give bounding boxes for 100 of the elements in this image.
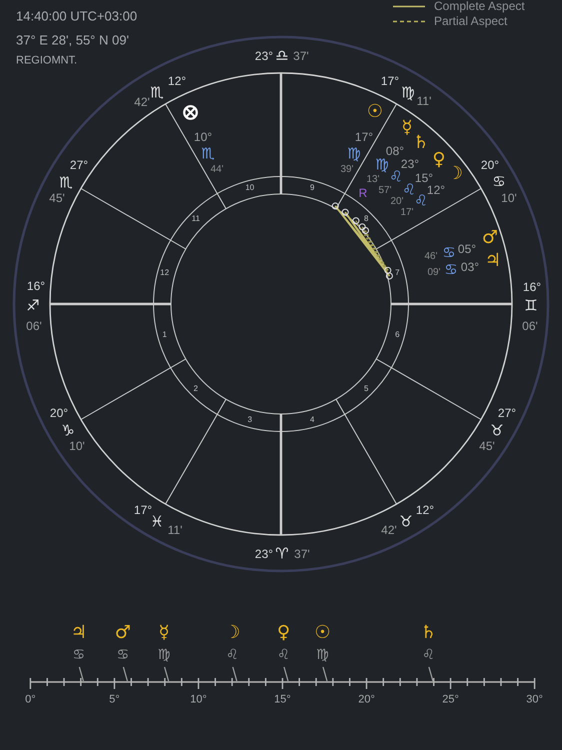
house-number: 7 [395, 268, 400, 277]
planet-glyph: ☽ [224, 624, 240, 642]
planet-minutes: 13' [366, 175, 380, 185]
retrograde-mark: R [358, 187, 368, 199]
zodiac-sign: ♋ [72, 648, 86, 662]
planet-glyph: ♂ [482, 229, 498, 247]
cusp-degree: 12° [168, 75, 186, 87]
zodiac-sign: ♌ [422, 648, 435, 662]
house-number: 10 [245, 184, 254, 192]
fortune-minutes: 44' [210, 165, 224, 175]
cusp-degree: 16° [26, 280, 46, 292]
scale-label: 25° [442, 694, 459, 706]
cusp-degree: 16° [522, 281, 542, 293]
zodiac-sign: ♑ [61, 424, 75, 438]
scale-label: 0° [25, 694, 36, 706]
planet-glyph: ☿ [401, 119, 413, 137]
zodiac-sign: ♌ [414, 194, 428, 208]
zodiac-sign: ♈ [275, 546, 289, 562]
planet-glyph: ♃ [484, 252, 502, 270]
planet-minutes: 57' [378, 186, 392, 196]
cusp-minutes: 11' [416, 95, 432, 107]
cusp-degree: 20° [480, 159, 500, 171]
planet-degree: 05° [458, 243, 476, 255]
planet-degree: 03° [460, 261, 480, 273]
planet-minutes: 39' [340, 165, 354, 175]
cusp-minutes: 37' [293, 50, 309, 62]
zodiac-sign: ♓ [150, 514, 164, 530]
zodiac-sign: ♉ [399, 514, 413, 530]
coordinates-text: 37° E 28', 55° N 09' [16, 34, 129, 46]
cusp-minutes: 10' [69, 440, 85, 452]
planet-glyph: ♄ [420, 624, 436, 642]
planet-degree: 15° [414, 172, 434, 184]
house-number: 4 [310, 416, 314, 424]
planet-glyph: ☽ [446, 165, 464, 183]
planet-glyph: ☿ [158, 624, 170, 642]
house-number: 9 [310, 184, 314, 192]
house-number: 2 [194, 385, 198, 394]
cusp-degree: 23° [254, 548, 274, 560]
planet-glyph: ♂ [114, 624, 131, 642]
legend-label: Partial Aspect [434, 15, 508, 27]
planet-glyph: ♀ [432, 151, 446, 169]
zodiac-sign: ♋ [442, 246, 456, 260]
planet-degree: 08° [386, 145, 404, 157]
cusp-degree: 27° [498, 407, 516, 419]
scale-label: 10° [190, 694, 207, 706]
zodiac-sign: ♏ [150, 86, 164, 100]
fortune-degree: 10° [194, 131, 212, 143]
planet-degree: 23° [400, 158, 420, 170]
zodiac-sign: ♌ [389, 170, 403, 184]
cusp-minutes: 45' [479, 440, 495, 452]
zodiac-sign: ♍ [316, 648, 329, 662]
scale-label: 20° [358, 694, 375, 706]
house-number: 1 [162, 331, 167, 340]
scale-label: 5° [109, 694, 120, 706]
house-number: 5 [364, 385, 368, 394]
planet-minutes: 17' [400, 208, 414, 218]
house-number: 11 [192, 214, 200, 223]
planet-glyph: ♃ [70, 624, 87, 642]
cusp-degree: 12° [416, 504, 434, 516]
house-number: 3 [248, 416, 252, 424]
zodiac-sign: ♉ [490, 424, 504, 438]
cusp-minutes: 10' [501, 192, 517, 204]
house-number: 12 [160, 268, 170, 277]
planet-glyph: ☉ [314, 624, 331, 642]
zodiac-sign: ♍ [401, 86, 415, 100]
zodiac-sign: ♏ [201, 146, 215, 162]
planet-glyph: ♀ [276, 624, 290, 642]
cusp-degree: 27° [70, 159, 88, 171]
zodiac-sign: ♋ [492, 174, 506, 190]
planet-glyph: ☉ [366, 103, 384, 121]
zodiac-sign: ♍ [158, 648, 170, 662]
cusp-minutes: 42' [381, 524, 397, 536]
legend-label: Complete Aspect [434, 0, 525, 12]
cusp-minutes: 11' [168, 524, 182, 536]
planet-minutes: 20' [390, 197, 404, 207]
cusp-degree: 20° [50, 407, 68, 419]
house-system-text: REGIOMNT. [16, 56, 78, 66]
cusp-minutes: 37' [294, 548, 310, 560]
zodiac-sign: ♌ [226, 648, 239, 662]
timestamp-text: 14:40:00 UTC+03:00 [16, 10, 138, 22]
cusp-minutes: 45' [49, 192, 65, 204]
zodiac-sign: ♋ [444, 262, 458, 278]
planet-glyph: ♄ [412, 134, 430, 152]
zodiac-sign: ♍ [375, 158, 389, 172]
planet-minutes: 09' [427, 268, 441, 278]
planet-minutes: 46' [424, 252, 438, 262]
planet-degree: 12° [426, 184, 446, 196]
zodiac-sign: ♌ [402, 182, 416, 198]
cusp-degree: 17° [380, 75, 400, 87]
cusp-degree: 17° [134, 504, 152, 516]
cusp-minutes: 06' [26, 320, 42, 332]
zodiac-sign: ♍ [347, 146, 361, 162]
zodiac-sign: ♎ [275, 48, 289, 64]
zodiac-sign: ♊ [524, 298, 538, 314]
cusp-degree: 23° [254, 50, 274, 62]
cusp-minutes: 42' [134, 96, 150, 108]
planet-degree: 17° [354, 131, 374, 143]
scale-label: 15° [274, 694, 291, 706]
zodiac-sign: ♋ [116, 648, 130, 662]
house-number: 8 [364, 214, 368, 223]
